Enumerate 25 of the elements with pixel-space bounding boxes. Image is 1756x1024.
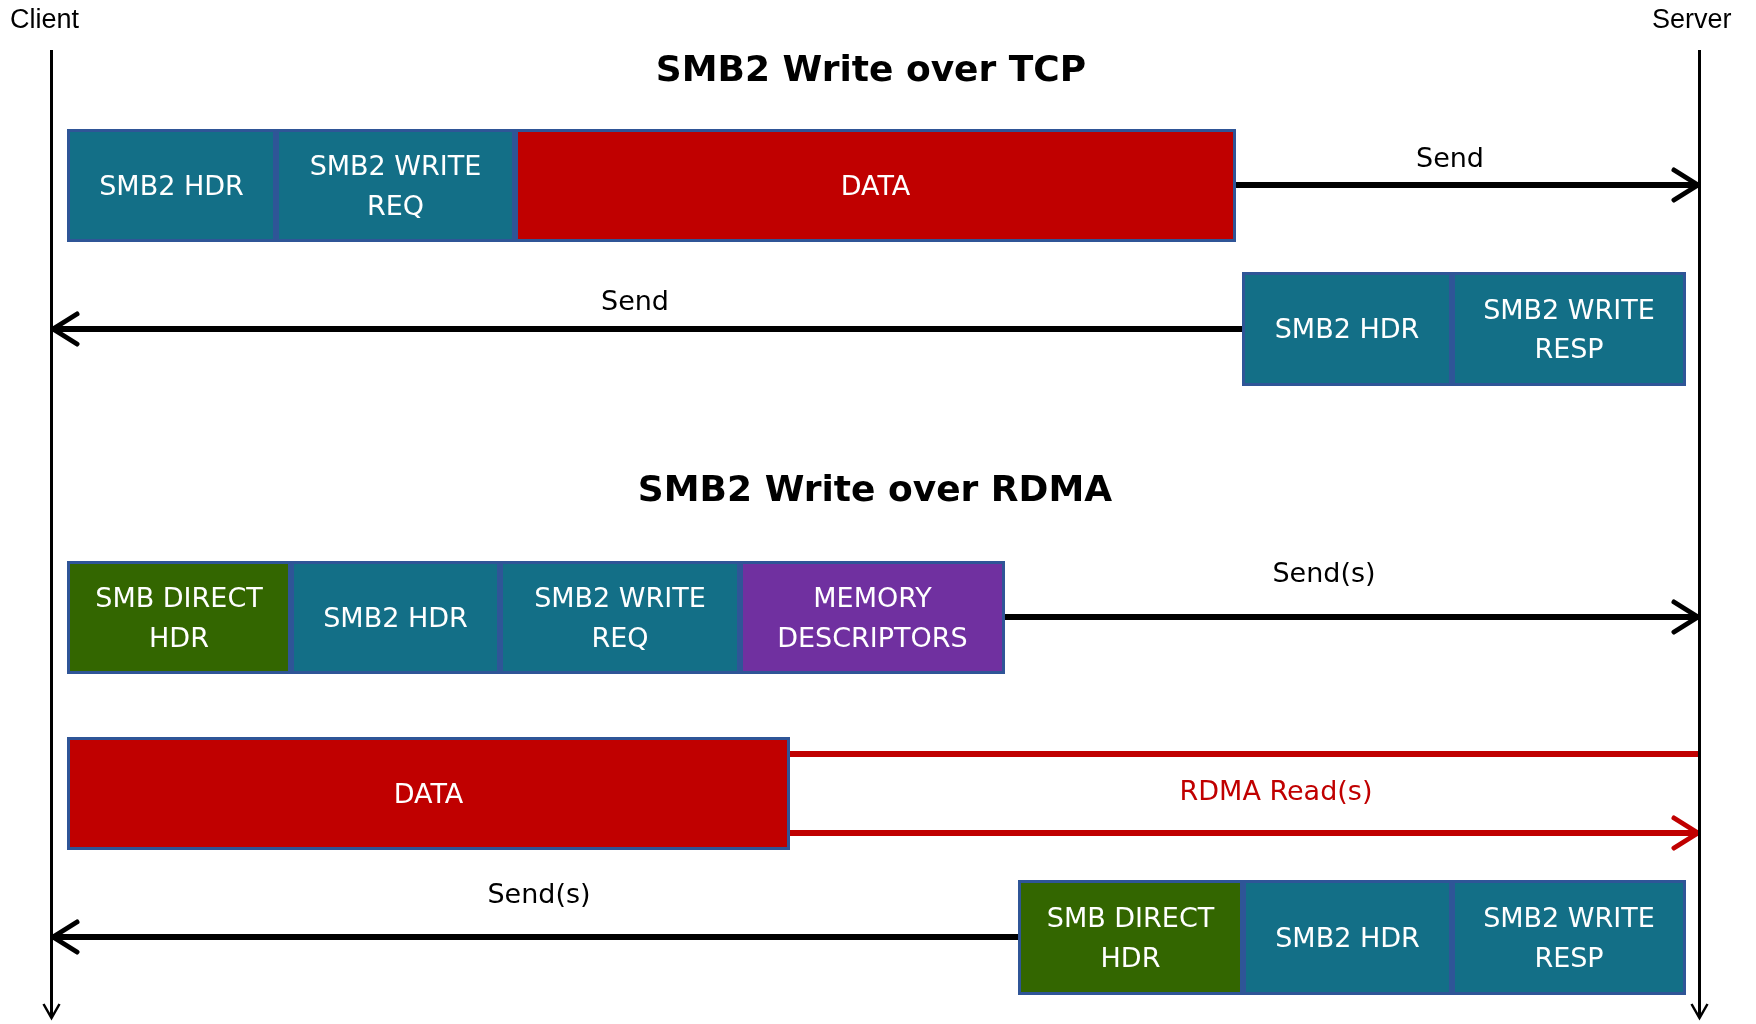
message-arrow xyxy=(1236,167,1701,203)
header-segment: SMB2 WRITE RESP xyxy=(1452,272,1686,386)
lifeline-label: Client xyxy=(10,4,80,35)
header-segment: SMB2 HDR xyxy=(1242,272,1452,386)
header-segment: SMB2 HDR xyxy=(291,561,500,674)
message-arrow xyxy=(50,919,1018,955)
header-segment: SMB DIRECT HDR xyxy=(1018,880,1243,995)
message-line xyxy=(790,751,1698,757)
data-segment: DATA xyxy=(515,129,1236,242)
message-arrow xyxy=(50,311,1242,347)
section-heading: SMB2 Write over TCP xyxy=(655,48,1087,89)
header-segment: SMB2 WRITE REQ xyxy=(500,561,740,674)
header-segment: SMB2 HDR xyxy=(1243,880,1452,995)
section-heading: SMB2 Write over RDMA xyxy=(637,468,1113,509)
descriptor-segment: MEMORY DESCRIPTORS xyxy=(740,561,1005,674)
message-arrow xyxy=(1005,599,1701,635)
lifeline xyxy=(1698,50,1701,1018)
message-arrow xyxy=(790,815,1701,851)
header-segment: SMB2 WRITE REQ xyxy=(276,129,515,242)
data-segment: DATA xyxy=(67,737,790,850)
lifeline-label: Server xyxy=(1652,4,1732,35)
header-segment: SMB2 WRITE RESP xyxy=(1452,880,1686,995)
header-segment: SMB DIRECT HDR xyxy=(67,561,291,674)
lifeline xyxy=(50,50,53,1018)
header-segment: SMB2 HDR xyxy=(67,129,276,242)
